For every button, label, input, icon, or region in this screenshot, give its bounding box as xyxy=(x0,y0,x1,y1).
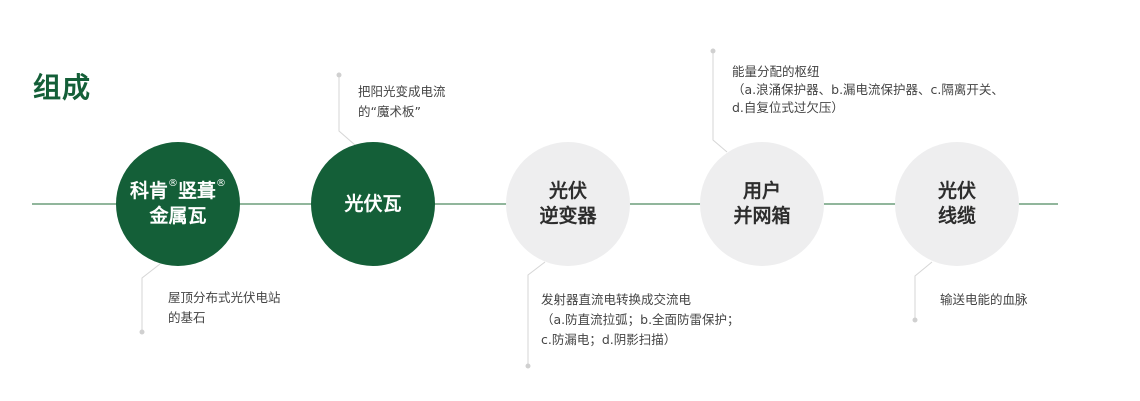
component-label-line1: 光伏瓦 xyxy=(344,192,402,215)
component-pv-cable: 光伏 线缆 xyxy=(895,142,1019,266)
component-label-line2: 线缆 xyxy=(937,205,976,227)
connector-5 xyxy=(914,261,933,320)
section-title: 组成 xyxy=(33,71,92,104)
component-label-line2: 金属瓦 xyxy=(149,205,207,227)
note-grid-box: 能量分配的枢纽 （a.浪涌保护器、b.漏电流保护器、c.隔离开关、 d.自复位式… xyxy=(732,63,1004,117)
connector-dot-5 xyxy=(912,317,918,323)
connector-1 xyxy=(141,263,161,332)
note-metal-tile: 屋顶分布式光伏电站 的基石 xyxy=(168,288,281,328)
note-pv-tile: 把阳光变成电流 的“魔术板” xyxy=(358,82,446,122)
component-pv-tile: 光伏瓦 xyxy=(311,142,435,266)
connector-dot-2 xyxy=(336,72,342,78)
note-line: c.防漏电；d.阴影扫描） xyxy=(541,332,677,347)
component-label-line1: 用户 xyxy=(742,180,781,202)
connector-dot-1 xyxy=(139,329,145,335)
note-line: 输送电能的血脉 xyxy=(940,292,1028,307)
connector-2 xyxy=(338,75,356,146)
connector-4 xyxy=(712,51,728,153)
note-line: 的“魔术板” xyxy=(358,104,421,119)
note-line: 把阳光变成电流 xyxy=(358,84,446,99)
component-label-line1: 科肯®竖葺® xyxy=(129,178,227,203)
note-line: 发射器直流电转换成交流电 xyxy=(541,292,692,307)
connector-3 xyxy=(527,261,546,366)
note-pv-cable: 输送电能的血脉 xyxy=(940,290,1028,310)
component-label-line1: 光伏 xyxy=(548,180,587,202)
connector-dot-4 xyxy=(710,48,716,54)
note-line: 的基石 xyxy=(168,310,206,325)
note-line: 能量分配的枢纽 xyxy=(732,64,820,79)
component-label-line2: 逆变器 xyxy=(539,205,597,227)
component-metal-tile: 科肯®竖葺® 金属瓦 xyxy=(116,142,240,266)
note-line: （a.防直流拉弧；b.全面防雷保护； xyxy=(541,312,740,327)
note-line: （a.浪涌保护器、b.漏电流保护器、c.隔离开关、 xyxy=(732,82,1004,97)
component-label-line2: 并网箱 xyxy=(733,205,791,227)
connector-dot-3 xyxy=(525,363,531,369)
component-inverter: 光伏 逆变器 xyxy=(506,142,630,266)
note-inverter: 发射器直流电转换成交流电 （a.防直流拉弧；b.全面防雷保护； c.防漏电；d.… xyxy=(541,290,740,350)
note-line: d.自复位式过欠压） xyxy=(732,100,844,115)
note-line: 屋顶分布式光伏电站 xyxy=(168,290,281,305)
component-grid-box: 用户 并网箱 xyxy=(700,142,824,266)
component-label-line1: 光伏 xyxy=(937,180,976,202)
